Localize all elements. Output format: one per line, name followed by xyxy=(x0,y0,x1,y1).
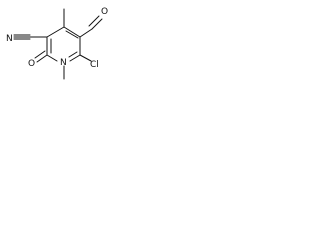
bond-c4-c5 xyxy=(63,26,81,38)
aldehyde-oxygen-label: O xyxy=(101,7,108,17)
bond-c5-aldehyde-carbon xyxy=(79,28,93,38)
bond-aldehyde-carbon-oxygen xyxy=(91,18,103,30)
bond-c6-chlorine xyxy=(79,54,92,62)
nitrile-nitrogen-label: N xyxy=(6,34,13,44)
bond-c3-c4 xyxy=(46,26,65,38)
ring-nitrogen-label: N xyxy=(60,58,67,68)
bond-c4-c5-double xyxy=(65,30,79,39)
chlorine-label: Cl xyxy=(90,60,99,70)
bond-c2-carbonyl-double xyxy=(34,50,46,59)
bond-aldehyde-double xyxy=(88,15,100,27)
chemical-structure: O Cl N O N xyxy=(0,0,114,81)
structure-drawing: O Cl N O N xyxy=(6,7,108,80)
carbonyl-oxygen-label: O xyxy=(28,59,35,69)
bond-c2-carbonyl-oxygen xyxy=(36,54,48,63)
bond-c6-n1-double xyxy=(68,51,78,58)
bond-c6-n1 xyxy=(69,54,81,62)
bond-n1-c2 xyxy=(46,54,58,62)
